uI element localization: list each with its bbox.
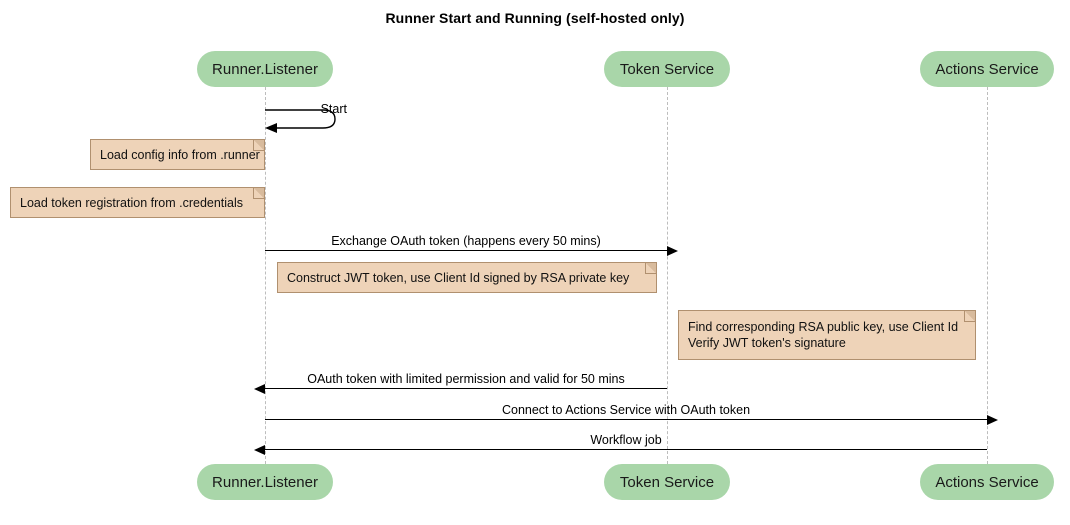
participant-label: Actions Service bbox=[935, 473, 1039, 491]
message-label: OAuth token with limited permission and … bbox=[307, 372, 625, 386]
note-load-config: Load config info from .runner bbox=[90, 139, 265, 170]
message-label: Workflow job bbox=[590, 433, 662, 447]
note-fold-corner-icon bbox=[253, 140, 264, 151]
note-verify-jwt: Find corresponding RSA public key, use C… bbox=[678, 310, 976, 360]
message-label: Connect to Actions Service with OAuth to… bbox=[501, 403, 751, 417]
msg-workflow-job: Workflow job bbox=[254, 433, 987, 455]
page-title: Runner Start and Running (self-hosted on… bbox=[385, 10, 685, 26]
lifeline-token-service bbox=[667, 87, 668, 464]
participant-actions-service-top[interactable]: Actions Service bbox=[920, 51, 1054, 87]
note-text-line: Verify JWT token's signature bbox=[688, 336, 846, 350]
note-text-line: Load config info from .runner bbox=[100, 147, 260, 162]
arrow-head-left-icon bbox=[254, 445, 265, 455]
msg-exchange-oauth-token: Exchange OAuth token (happens every 50 m… bbox=[265, 234, 678, 256]
participant-label: Token Service bbox=[619, 60, 715, 78]
self-message-start: Start bbox=[265, 102, 355, 141]
note-load-token-registration: Load token registration from .credential… bbox=[10, 187, 265, 218]
participant-label: Token Service bbox=[619, 473, 715, 491]
note-fold-corner-icon bbox=[645, 263, 656, 274]
arrow-head-right-icon bbox=[667, 246, 678, 256]
arrow-head-left-icon bbox=[254, 384, 265, 394]
note-text-line: Load token registration from .credential… bbox=[20, 195, 244, 210]
note-text-line: Find corresponding RSA public key, use C… bbox=[688, 320, 959, 334]
note-fold-corner-icon bbox=[964, 311, 975, 322]
lifeline-runner-listener bbox=[265, 87, 266, 464]
message-label: Exchange OAuth token (happens every 50 m… bbox=[331, 234, 601, 248]
participant-runner-listener-bottom[interactable]: Runner.Listener bbox=[197, 464, 333, 500]
participant-actions-service-bottom[interactable]: Actions Service bbox=[920, 464, 1054, 500]
participant-runner-listener-top[interactable]: Runner.Listener bbox=[197, 51, 333, 87]
participant-label: Runner.Listener bbox=[212, 473, 318, 491]
msg-oauth-token-response: OAuth token with limited permission and … bbox=[254, 372, 667, 394]
arrow-head-right-icon bbox=[987, 415, 998, 425]
note-fold-corner-icon bbox=[253, 188, 264, 199]
note-text-line: Construct JWT token, use Client Id signe… bbox=[287, 270, 630, 285]
note-construct-jwt: Construct JWT token, use Client Id signe… bbox=[277, 262, 657, 293]
participant-token-service-bottom[interactable]: Token Service bbox=[604, 464, 730, 500]
self-message-label: Start bbox=[320, 102, 347, 116]
participant-label: Actions Service bbox=[935, 60, 1039, 78]
participant-token-service-top[interactable]: Token Service bbox=[604, 51, 730, 87]
msg-connect-actions-service: Connect to Actions Service with OAuth to… bbox=[265, 403, 998, 425]
participant-label: Runner.Listener bbox=[212, 60, 318, 78]
lifeline-actions-service bbox=[987, 87, 988, 464]
